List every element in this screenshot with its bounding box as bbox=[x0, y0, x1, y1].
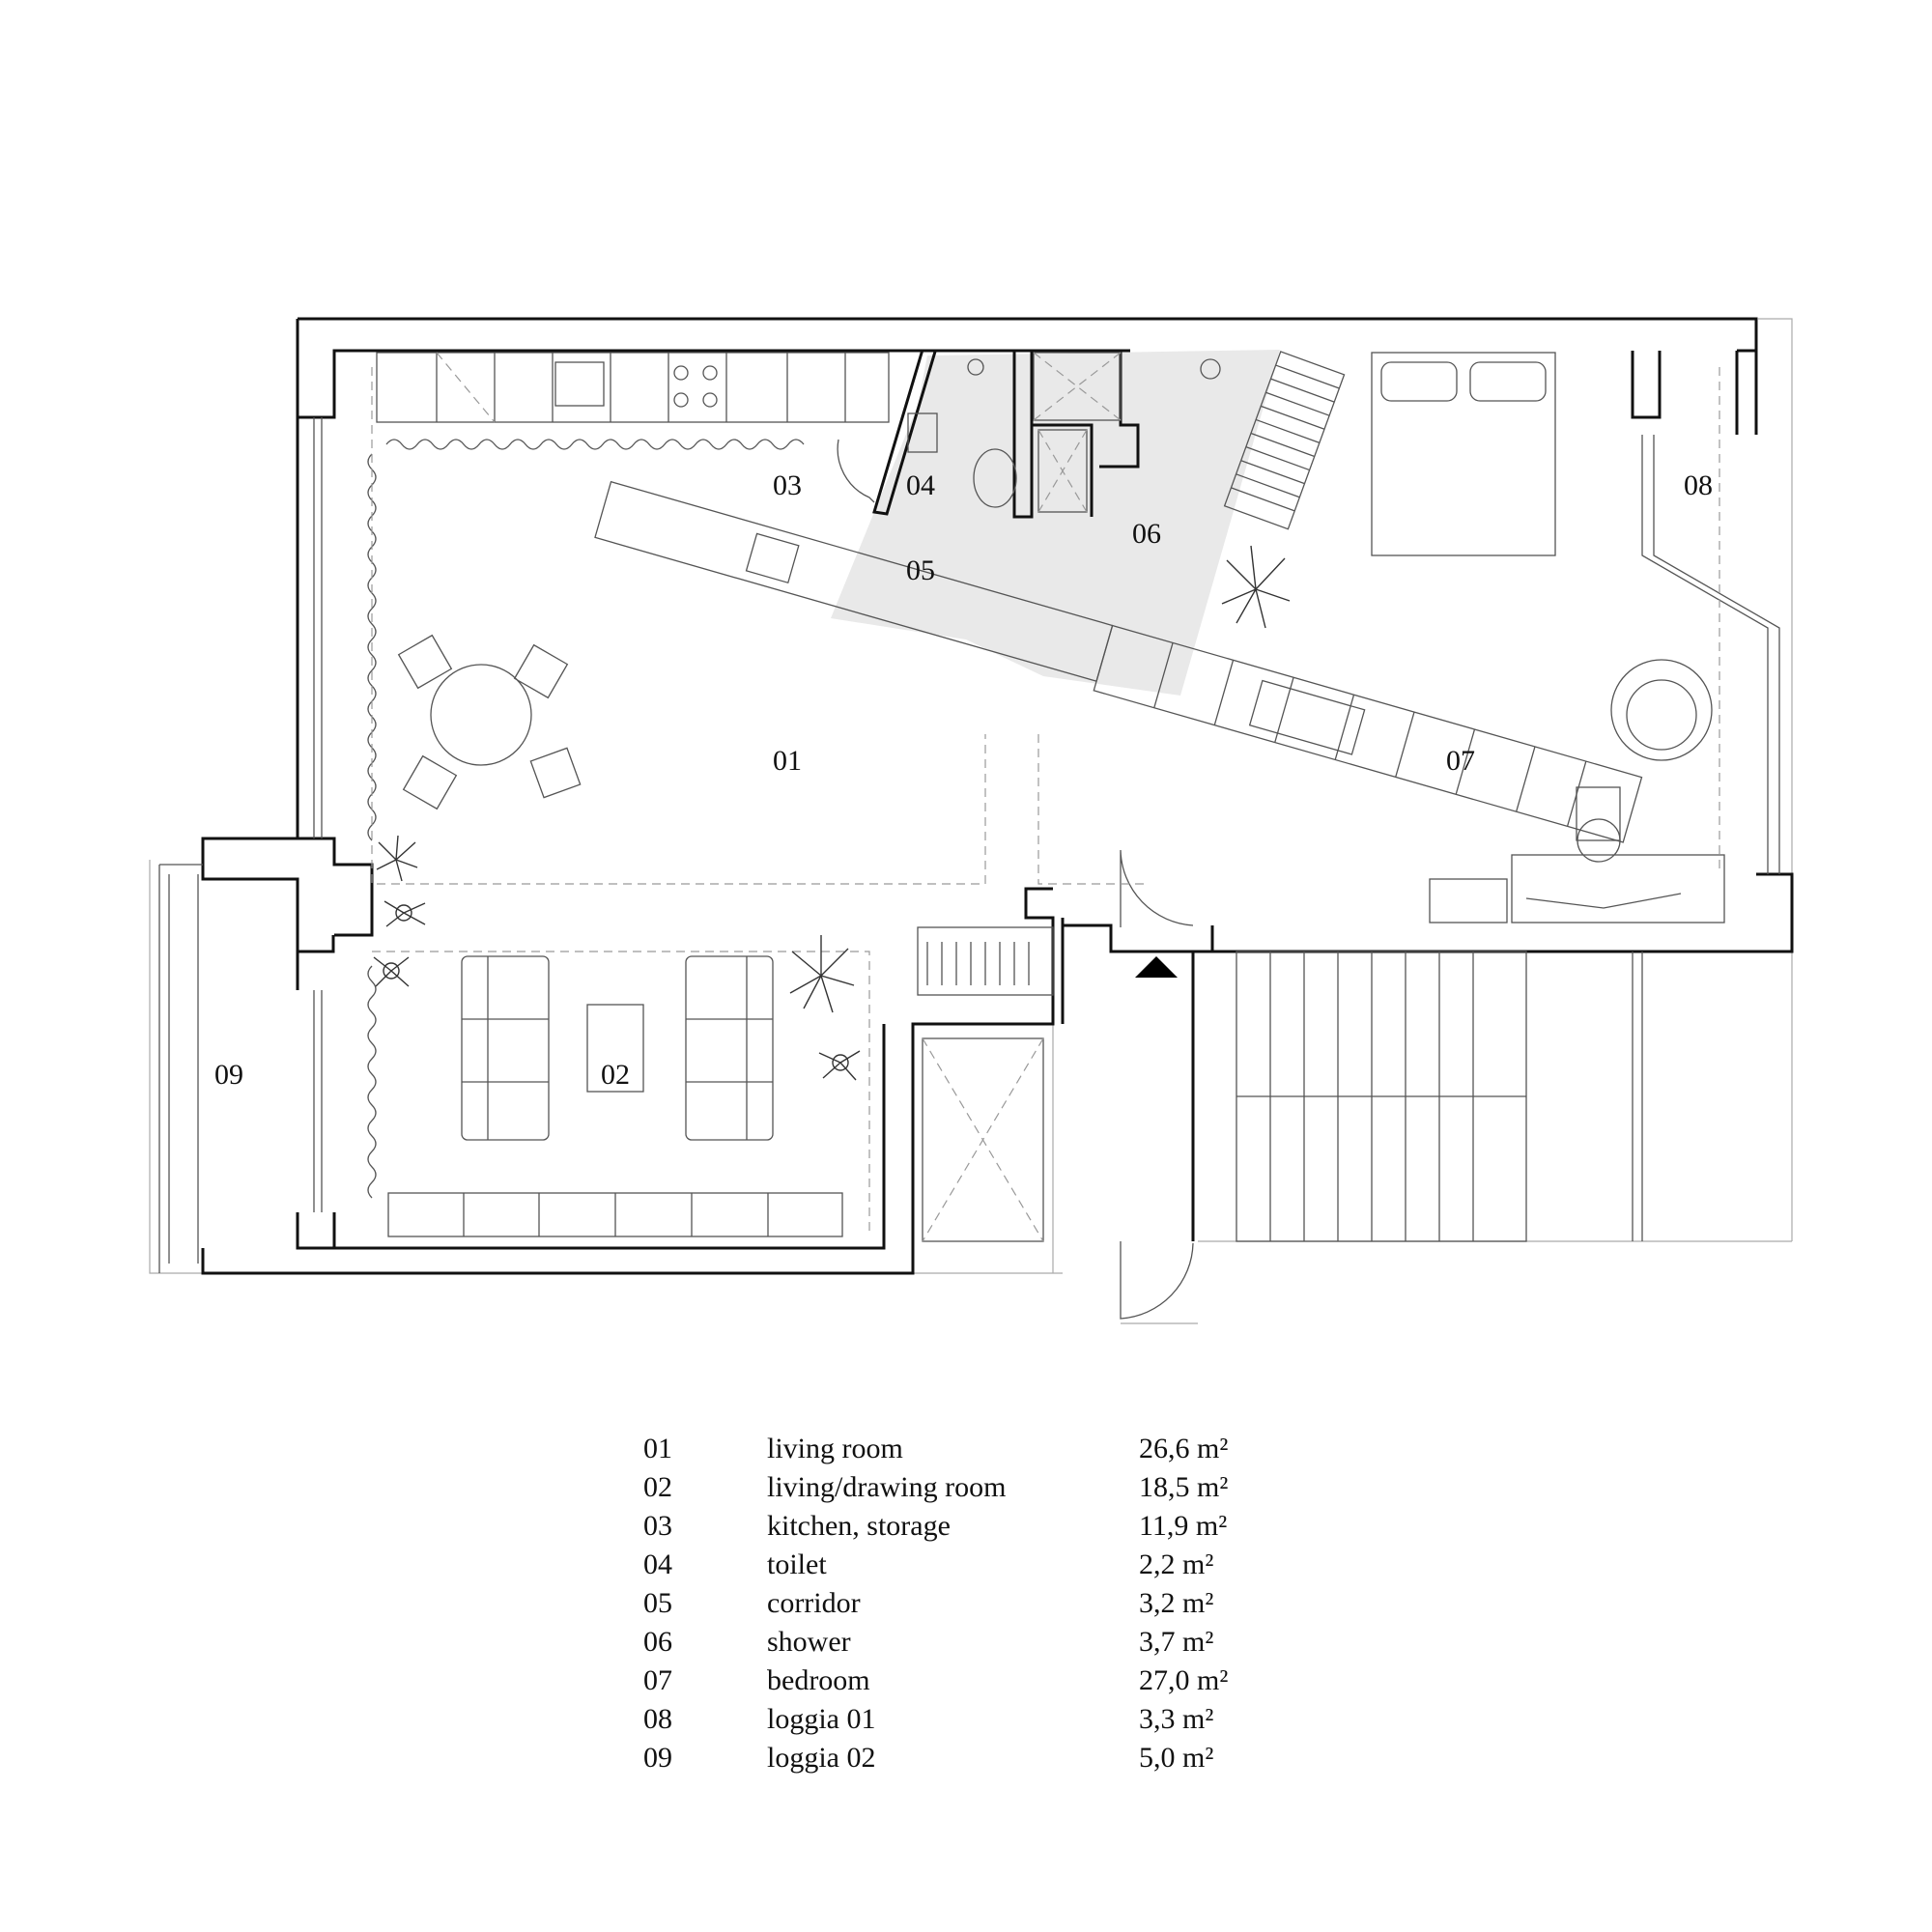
legend-area: 18,5 m² bbox=[1139, 1471, 1229, 1503]
legend-name: shower bbox=[767, 1626, 851, 1658]
room-label-09: 09 bbox=[214, 1059, 243, 1091]
bed bbox=[1371, 352, 1556, 556]
windows bbox=[313, 417, 1780, 1212]
exterior-walls bbox=[201, 317, 1794, 1275]
legend-number: 04 bbox=[643, 1548, 672, 1580]
dining-table bbox=[397, 634, 582, 810]
legend-number: 07 bbox=[643, 1664, 672, 1696]
doors bbox=[837, 439, 1194, 1320]
room-label-07: 07 bbox=[1446, 745, 1475, 777]
legend-name: bedroom bbox=[767, 1664, 870, 1696]
legend-area: 3,3 m² bbox=[1139, 1703, 1214, 1735]
legend-area: 26,6 m² bbox=[1139, 1433, 1229, 1464]
legend-area: 3,2 m² bbox=[1139, 1587, 1214, 1619]
room-label-05: 05 bbox=[906, 554, 935, 586]
wardrobe bbox=[917, 926, 1054, 996]
legend-row: 01 living room 26,6 m² bbox=[643, 1430, 1378, 1468]
legend-number: 02 bbox=[643, 1471, 672, 1503]
storage-box bbox=[922, 1037, 1044, 1242]
room-label-02: 02 bbox=[601, 1059, 630, 1091]
storage-island bbox=[594, 480, 1643, 843]
legend-row: 04 toilet 2,2 m² bbox=[643, 1546, 1378, 1584]
curtain-west bbox=[367, 453, 377, 841]
room-labels: 01 02 03 04 05 06 07 08 09 bbox=[214, 469, 1713, 1091]
closet-rail bbox=[1223, 351, 1346, 530]
legend-row: 06 shower 3,7 m² bbox=[643, 1623, 1378, 1662]
legend-number: 08 bbox=[643, 1703, 672, 1735]
legend-area: 3,7 m² bbox=[1139, 1626, 1214, 1658]
stairwell bbox=[1236, 951, 1643, 1242]
room-label-06: 06 bbox=[1132, 518, 1161, 550]
room-label-03: 03 bbox=[773, 469, 802, 501]
legend-name: living room bbox=[767, 1433, 903, 1464]
legend-name: toilet bbox=[767, 1548, 827, 1580]
kitchen-counter bbox=[376, 352, 890, 423]
room-label-01: 01 bbox=[773, 745, 802, 777]
room-label-04: 04 bbox=[906, 469, 935, 501]
room-label-08: 08 bbox=[1684, 469, 1713, 501]
legend-name: living/drawing room bbox=[767, 1471, 1007, 1503]
legend-number: 01 bbox=[643, 1433, 672, 1464]
plant-icon bbox=[373, 545, 1291, 1081]
round-chair bbox=[1610, 659, 1713, 761]
legend-name: loggia 02 bbox=[767, 1742, 876, 1774]
legend-area: 5,0 m² bbox=[1139, 1742, 1214, 1774]
triangle-up-icon bbox=[1135, 956, 1178, 978]
sofas bbox=[461, 955, 774, 1141]
zoning-lines bbox=[371, 367, 1720, 1232]
legend-row: 09 loggia 02 5,0 m² bbox=[643, 1739, 1378, 1777]
curtain-living-02 bbox=[367, 965, 377, 1199]
media-cabinet bbox=[387, 1192, 843, 1237]
legend-row: 03 kitchen, storage 11,9 m² bbox=[643, 1507, 1378, 1546]
legend-row: 05 corridor 3,2 m² bbox=[643, 1584, 1378, 1623]
loggia-02-outline bbox=[158, 864, 203, 1273]
corridor-shading bbox=[831, 350, 1280, 696]
legend-area: 2,2 m² bbox=[1139, 1548, 1214, 1580]
desk bbox=[1429, 786, 1725, 923]
legend-row: 07 bedroom 27,0 m² bbox=[643, 1662, 1378, 1700]
legend-number: 05 bbox=[643, 1587, 672, 1619]
legend-row: 02 living/drawing room 18,5 m² bbox=[643, 1468, 1378, 1507]
room-schedule: 01 living room 26,6 m² 02 living/drawing… bbox=[643, 1430, 1378, 1777]
legend-area: 27,0 m² bbox=[1139, 1664, 1229, 1696]
curtain-kitchen bbox=[385, 439, 805, 450]
legend-row: 08 loggia 01 3,3 m² bbox=[643, 1700, 1378, 1739]
legend-name: corridor bbox=[767, 1587, 861, 1619]
legend-number: 06 bbox=[643, 1626, 672, 1658]
sanitary bbox=[907, 352, 1221, 513]
legend-name: loggia 01 bbox=[767, 1703, 876, 1735]
legend-number: 03 bbox=[643, 1510, 672, 1542]
legend-area: 11,9 m² bbox=[1139, 1510, 1228, 1542]
legend-name: kitchen, storage bbox=[767, 1510, 951, 1542]
legend-number: 09 bbox=[643, 1742, 672, 1774]
